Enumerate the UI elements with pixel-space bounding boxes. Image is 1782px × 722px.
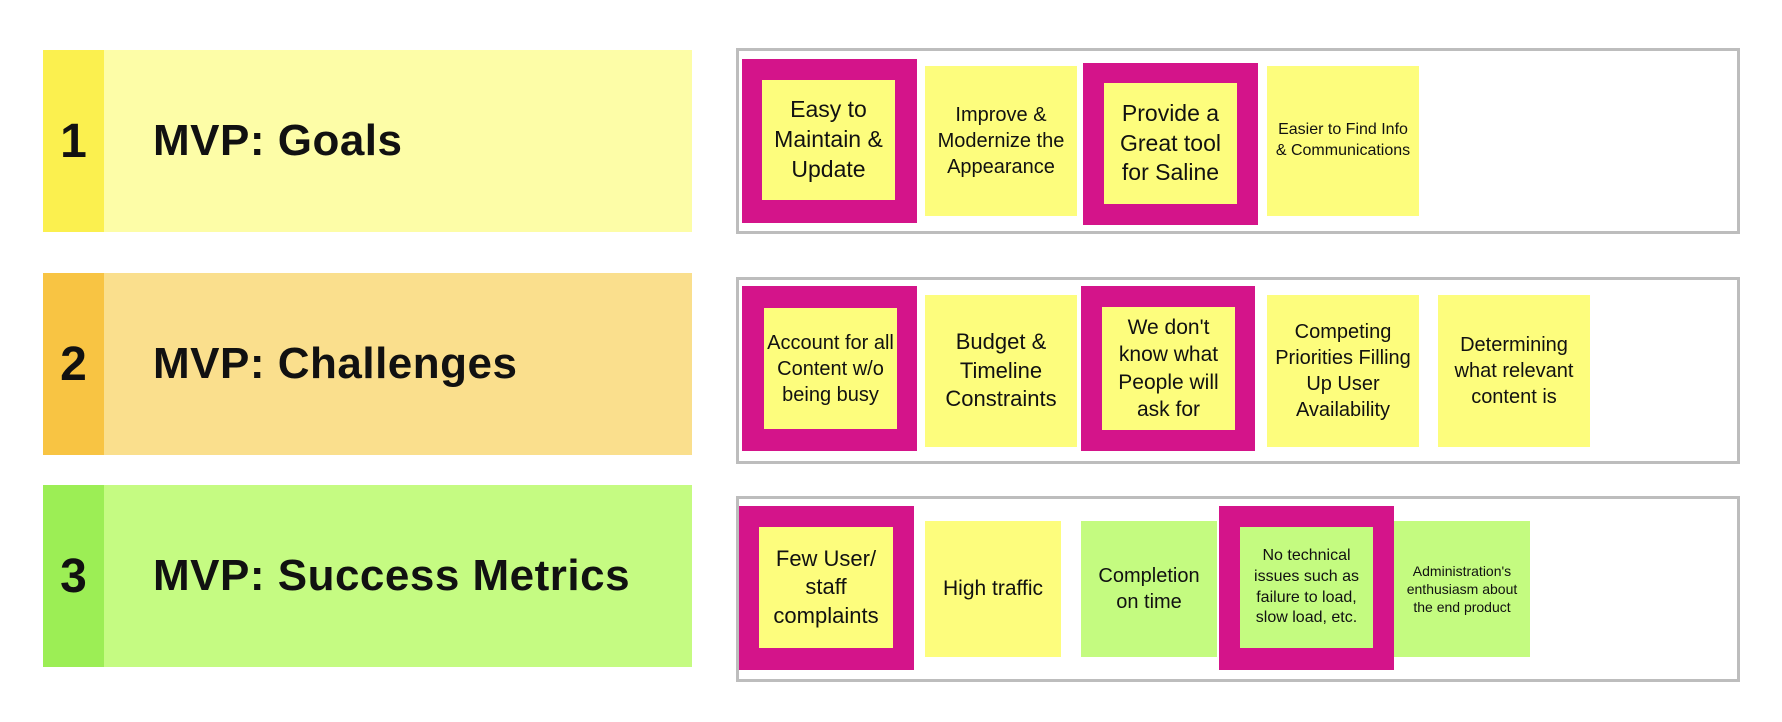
row-title-success-metrics: MVP: Success Metrics	[104, 485, 692, 667]
row-header-challenges: 2 MVP: Challenges	[43, 273, 692, 455]
sticky-note[interactable]: Completion on time	[1081, 521, 1217, 657]
sticky-note[interactable]: No technical issues such as failure to l…	[1240, 527, 1373, 648]
highlight-frame: Provide a Great tool for Saline	[1083, 63, 1258, 225]
sticky-note[interactable]: Few User/ staff complaints	[759, 527, 893, 648]
sticky-note[interactable]: Competing Priorities Filling Up User Ava…	[1267, 295, 1419, 447]
sticky-note[interactable]: We don't know what People will ask for	[1102, 307, 1235, 430]
row-title-goals: MVP: Goals	[104, 50, 692, 232]
sticky-note[interactable]: Account for all Content w/o being busy	[764, 308, 897, 429]
sticky-note[interactable]: Improve & Modernize the Appearance	[925, 66, 1077, 216]
highlight-frame: Account for all Content w/o being busy	[742, 286, 917, 451]
row-number-success-metrics: 3	[43, 485, 104, 667]
highlight-frame: We don't know what People will ask for	[1081, 286, 1255, 451]
highlight-frame: Few User/ staff complaints	[739, 506, 914, 670]
row-number-challenges: 2	[43, 273, 104, 455]
highlight-frame: Easy to Maintain & Update	[742, 59, 917, 223]
sticky-note[interactable]: Easy to Maintain & Update	[762, 80, 895, 200]
row-header-goals: 1 MVP: Goals	[43, 50, 692, 232]
row-title-challenges: MVP: Challenges	[104, 273, 692, 455]
row-header-success-metrics: 3 MVP: Success Metrics	[43, 485, 692, 667]
sticky-note[interactable]: Administration's enthusiasm about the en…	[1394, 521, 1530, 657]
sticky-note[interactable]: Provide a Great tool for Saline	[1104, 83, 1237, 204]
sticky-note[interactable]: High traffic	[925, 521, 1061, 657]
sticky-note[interactable]: Determining what relevant content is	[1438, 295, 1590, 447]
highlight-frame: No technical issues such as failure to l…	[1219, 506, 1394, 670]
row-number-goals: 1	[43, 50, 104, 232]
sticky-note[interactable]: Easier to Find Info & Communications	[1267, 66, 1419, 216]
sticky-note[interactable]: Budget & Timeline Constraints	[925, 295, 1077, 447]
